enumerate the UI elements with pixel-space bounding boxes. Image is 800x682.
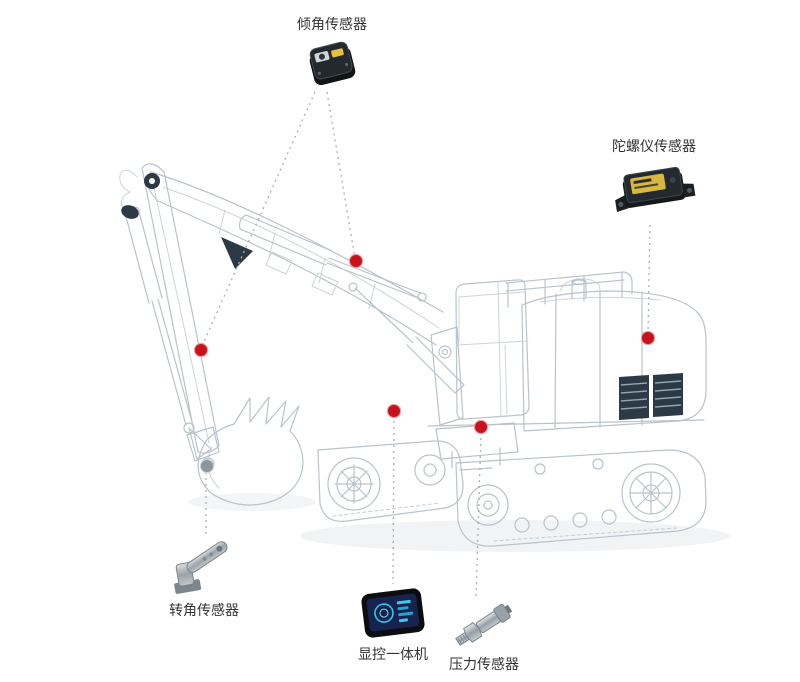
callout-pressure-sensor: 压力传感器 bbox=[434, 600, 534, 674]
rotation-sensor-label: 转角传感器 bbox=[169, 602, 239, 618]
boom-arm-bucket bbox=[119, 163, 465, 506]
sensor-marker-stick bbox=[194, 343, 208, 357]
sensor-marker-boom bbox=[349, 254, 363, 268]
undercarriage-tracks bbox=[317, 422, 707, 547]
connector-lines bbox=[202, 91, 651, 599]
gyro-sensor-device-icon bbox=[608, 160, 700, 220]
connector-tilt-to-boom bbox=[326, 91, 356, 259]
sensor-marker-bucket-pivot bbox=[200, 459, 214, 473]
tilt-sensor-label: 倾角传感器 bbox=[297, 16, 367, 32]
connector-tilt-to-stick bbox=[202, 91, 316, 345]
sensor-marker-boom-foot bbox=[387, 404, 401, 418]
connector-pressure-to-chassis bbox=[475, 431, 482, 599]
tilt-sensor-device-icon bbox=[304, 38, 360, 90]
dark-machine-details bbox=[121, 173, 683, 420]
display-console-device-icon bbox=[360, 586, 426, 640]
pressure-sensor-label: 压力传感器 bbox=[449, 656, 519, 672]
sensor-marker-engine-body bbox=[641, 331, 655, 345]
rotation-sensor-device-icon bbox=[168, 540, 240, 596]
connector-gyro-to-body bbox=[647, 224, 651, 335]
display-console-label: 显控一体机 bbox=[358, 646, 428, 662]
connector-display-to-boom-foot bbox=[392, 414, 395, 585]
callout-tilt-sensor: 倾角传感器 bbox=[270, 14, 394, 90]
pressure-sensor-device-icon bbox=[452, 600, 516, 650]
callout-display-console: 显控一体机 bbox=[350, 586, 436, 664]
gyro-sensor-label: 陀螺仪传感器 bbox=[612, 138, 696, 154]
callout-gyro-sensor: 陀螺仪传感器 bbox=[596, 136, 712, 220]
sensor-marker-chassis bbox=[474, 420, 488, 434]
callout-rotation-sensor: 转角传感器 bbox=[156, 540, 252, 620]
